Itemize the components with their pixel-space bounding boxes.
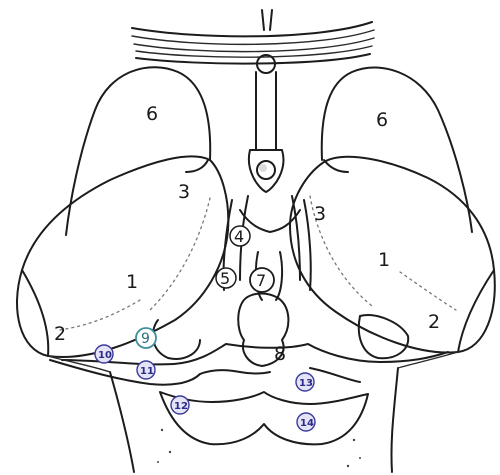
badge-12: 12 [171, 396, 189, 414]
lower-band-12-14 [160, 392, 368, 444]
badge-12-text: 12 [174, 401, 188, 412]
badge-14: 14 [297, 413, 315, 431]
circled-4-text: 4 [234, 227, 244, 246]
label-right-3: 3 [314, 203, 326, 225]
circled-5-text: 5 [220, 269, 230, 288]
badge-10: 10 [95, 345, 113, 363]
label-left-6: 6 [146, 103, 158, 125]
right-lower-stippled [359, 315, 408, 358]
badge-9-text: 9 [141, 331, 150, 347]
badge-11: 11 [137, 361, 155, 379]
label-right-6: 6 [376, 109, 388, 131]
olfactory-fiber-bundle [132, 10, 374, 73]
label-left-2: 2 [54, 323, 66, 345]
label-8-top: 8 [254, 321, 266, 343]
badge-9: 9 [136, 328, 156, 348]
circled-4: 4 [230, 226, 250, 246]
badge-11-text: 11 [140, 366, 154, 377]
circled-7: 7 [250, 268, 274, 292]
left-lower-stippled [153, 320, 200, 359]
circled-7-text: 7 [256, 271, 266, 290]
label-8-side: 8 [274, 343, 286, 365]
badge-10-text: 10 [98, 350, 112, 361]
badge-13: 13 [296, 373, 314, 391]
badge-13-text: 13 [299, 378, 313, 389]
right-lobe-6 [322, 68, 472, 232]
label-left-1: 1 [126, 271, 138, 293]
outer-sides [48, 352, 458, 472]
median-stalk [249, 72, 284, 192]
left-lobe-1 [17, 156, 228, 357]
label-right-1: 1 [378, 249, 390, 271]
label-left-3: 3 [178, 181, 190, 203]
label-right-2: 2 [428, 311, 440, 333]
left-lobe-6 [66, 67, 210, 235]
circled-5: 5 [216, 268, 236, 288]
badge-14-text: 14 [300, 418, 314, 429]
